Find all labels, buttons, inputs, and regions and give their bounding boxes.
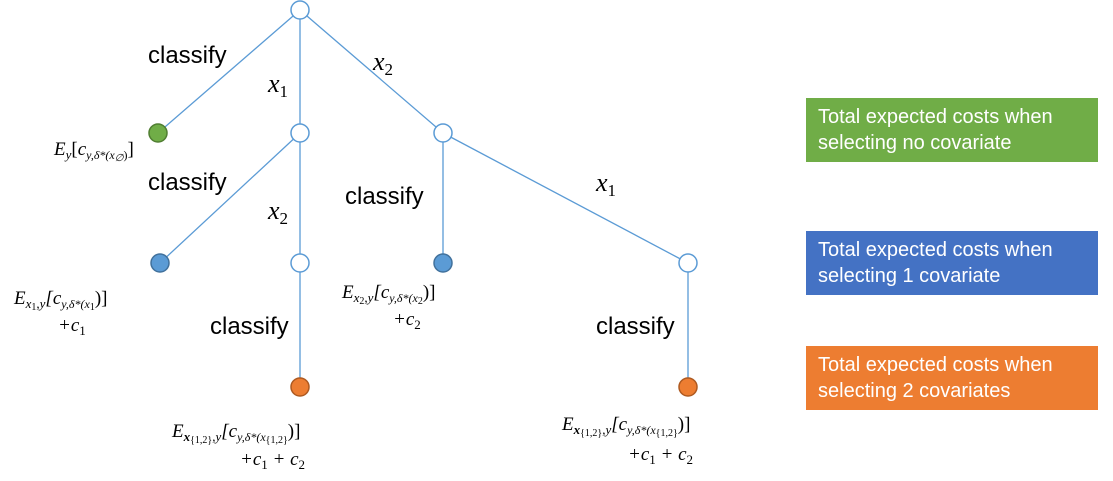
legend-two-covariates-line2: selecting 2 covariates	[818, 380, 1011, 402]
legend-one-covariate-line1: Total expected costs when	[818, 239, 1053, 261]
x2-node	[433, 123, 453, 143]
legend-one-covariate-line2: selecting 1 covariate	[818, 265, 1001, 287]
x1-label-root: x1	[267, 69, 288, 101]
leaf-x2x1-covariates	[678, 377, 698, 397]
edge-root-to-classify-leaf	[157, 9, 301, 134]
x2-x1-node	[678, 253, 698, 273]
classify-label-x2: classify	[345, 183, 424, 210]
x1-label-x2: x1	[595, 168, 616, 200]
x2-label-x1: x2	[267, 196, 288, 228]
tree-edges	[157, 9, 689, 387]
classify-label-x1: classify	[148, 169, 227, 196]
legend-two-covariates: Total expected costs when selecting 2 co…	[806, 346, 1098, 410]
edge-labels: classify classify classify classify clas…	[148, 42, 675, 340]
legend-no-covariate-line2: selecting no covariate	[818, 132, 1012, 154]
tree-nodes	[148, 0, 698, 397]
legend-no-covariate: Total expected costs when selecting no c…	[806, 98, 1098, 162]
edge-x1-to-classify-leaf	[159, 132, 301, 264]
cost-x2x1-plus: +c1 + c2	[628, 444, 693, 467]
x2-label-root: x2	[372, 47, 393, 79]
edge-root-to-x2-node	[299, 9, 444, 134]
leaf-x1x2-covariates	[290, 377, 310, 397]
legend-one-covariate: Total expected costs when selecting 1 co…	[806, 231, 1098, 295]
edge-x2-to-x1-node	[442, 132, 689, 264]
cost-x1x2-plus: +c1 + c2	[240, 449, 305, 472]
leaf-no-covariate	[148, 123, 168, 143]
cost-x1-covariate: Ex1,y[cy,δ*(x1)]	[13, 288, 107, 313]
x1-node	[290, 123, 310, 143]
legend-no-covariate-line1: Total expected costs when	[818, 106, 1053, 128]
legend-two-covariates-line1: Total expected costs when	[818, 354, 1053, 376]
classify-label-x2x1: classify	[596, 313, 675, 340]
cost-x1-plus-c1: +c1	[58, 315, 86, 338]
cost-x2-plus-c2: +c2	[393, 309, 421, 332]
classify-label-x1x2: classify	[210, 313, 289, 340]
leaf-x1-covariate	[150, 253, 170, 273]
cost-x2-covariate: Ex2,y[cy,δ*(x2)]	[341, 282, 435, 307]
cost-x1x2-covariates: Ex{1,2},y[cy,δ*(x{1,2})]	[171, 421, 300, 446]
cost-x2x1-covariates: Ex{1,2},y[cy,δ*(x{1,2})]	[561, 414, 690, 439]
leaf-x2-covariate	[433, 253, 453, 273]
cost-labels: Ey[cy,δ*(x∅)] Ex1,y[cy,δ*(x1)] +c1 Ex2,y…	[13, 139, 693, 472]
classify-label-root: classify	[148, 42, 227, 69]
root-node	[290, 0, 310, 20]
x1-x2-node	[290, 253, 310, 273]
cost-no-covariate: Ey[cy,δ*(x∅)]	[53, 139, 134, 164]
